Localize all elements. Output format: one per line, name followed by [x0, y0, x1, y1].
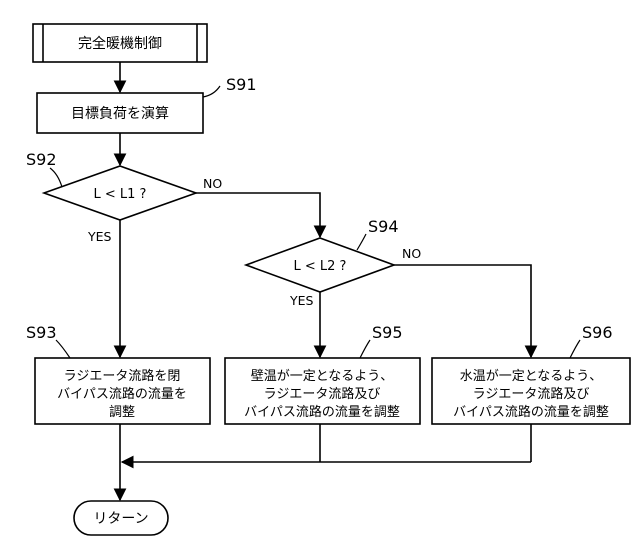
process-s93-line-1: ラジエータ流路を閉 — [64, 368, 181, 384]
process-s96-line-3: バイパス流路の流量を調整 — [453, 404, 609, 420]
process-s91: 目標負荷を演算 S91 — [36, 75, 257, 134]
step-s94: S94 — [368, 217, 399, 236]
end-terminal: リターン — [73, 500, 169, 536]
s94-yes-label: YES — [289, 293, 314, 308]
process-s96-line-1: 水温が一定となるよう、 — [460, 369, 603, 384]
process-s93-line-3: 調整 — [109, 405, 135, 420]
process-s93: ラジエータ流路を閉 バイパス流路の流量を 調整 S93 — [26, 323, 211, 425]
process-s95: 壁温が一定となるよう、 ラジエータ流路及び バイパス流路の流量を調整 S95 — [224, 323, 421, 425]
process-s95-line-2: ラジエータ流路及び — [264, 386, 381, 402]
step-s92: S92 — [26, 150, 57, 169]
decision-s92-label: L < L1 ? — [94, 187, 147, 202]
start-label: 完全暖機制御 — [78, 35, 162, 52]
step-s96: S96 — [582, 323, 613, 342]
decision-s94: L < L2 ? S94 NO YES — [243, 217, 421, 308]
process-s91-label: 目標負荷を演算 — [71, 106, 169, 122]
start-block: 完全暖機制御 — [32, 23, 208, 63]
process-s95-line-1: 壁温が一定となるよう、 — [251, 369, 394, 384]
s94-no-label: NO — [402, 246, 421, 261]
decision-s94-label: L < L2 ? — [294, 259, 347, 274]
process-s96: 水温が一定となるよう、 ラジエータ流路及び バイパス流路の流量を調整 S96 — [431, 323, 631, 425]
end-label: リターン — [93, 511, 148, 527]
process-s96-line-2: ラジエータ流路及び — [473, 386, 590, 402]
decision-s92: L < L1 ? S92 NO YES — [26, 150, 222, 244]
s92-yes-label: YES — [87, 229, 112, 244]
step-s91: S91 — [226, 75, 257, 94]
step-s93: S93 — [26, 323, 57, 342]
connector-s92-no — [196, 192, 327, 239]
step-s95: S95 — [372, 323, 403, 342]
process-s95-line-3: バイパス流路の流量を調整 — [244, 404, 400, 420]
process-s93-line-2: バイパス流路の流量を — [57, 386, 187, 402]
s92-no-label: NO — [203, 176, 222, 191]
connector-s94-no — [394, 264, 538, 359]
